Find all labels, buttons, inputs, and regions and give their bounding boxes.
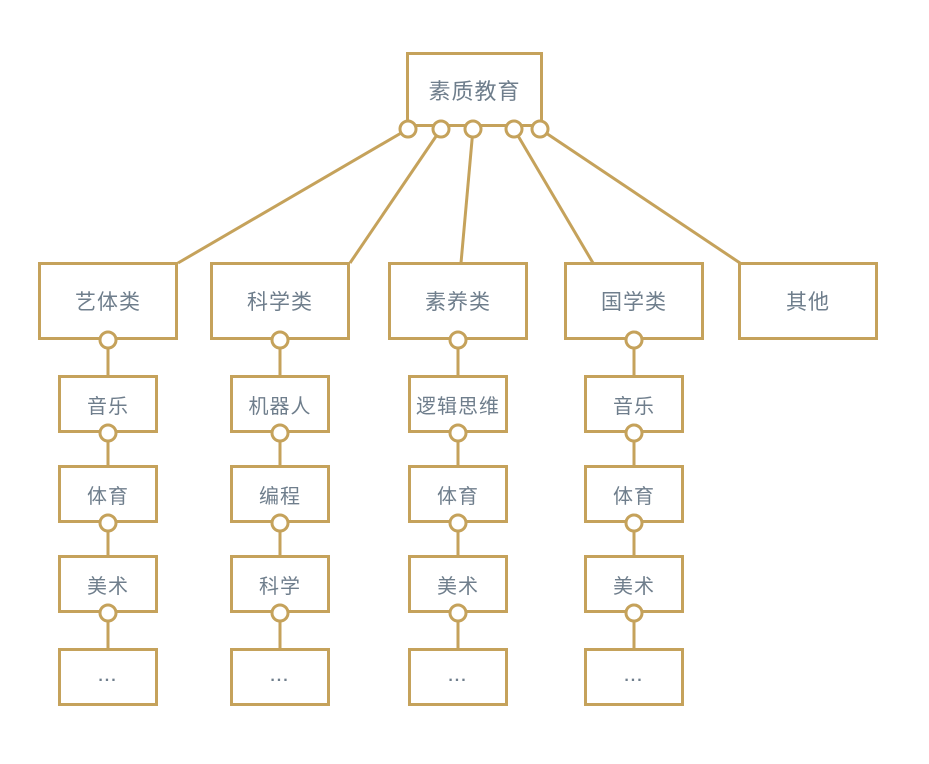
node-item-1-1[interactable]: 音乐 (58, 375, 158, 433)
node-category-3-label: 素养类 (425, 291, 491, 314)
node-item-3-1[interactable]: 逻辑思维 (408, 375, 508, 433)
connector-line (348, 128, 443, 264)
node-item-4-3[interactable]: 美术 (584, 555, 684, 613)
node-item-label: ... (270, 668, 290, 685)
node-item-label: 科学 (259, 575, 301, 598)
node-item-label: 美术 (437, 575, 479, 598)
node-item-3-4[interactable]: ... (408, 648, 508, 706)
node-category-5-label: 其他 (786, 291, 830, 314)
connector-line (512, 128, 595, 264)
node-root-label: 素质教育 (428, 78, 521, 104)
node-category-2-label: 科学类 (247, 291, 313, 314)
connector-line (459, 128, 475, 264)
node-item-2-1[interactable]: 机器人 (230, 375, 330, 433)
node-item-4-2[interactable]: 体育 (584, 465, 684, 523)
node-item-3-3[interactable]: 美术 (408, 555, 508, 613)
node-item-label: ... (624, 668, 644, 685)
node-category-5[interactable]: 其他 (738, 262, 878, 340)
node-item-label: 体育 (613, 485, 655, 508)
node-item-label: 体育 (437, 485, 479, 508)
connector-line (177, 127, 409, 265)
node-category-2[interactable]: 科学类 (210, 262, 350, 340)
node-item-1-4[interactable]: ... (58, 648, 158, 706)
node-item-label: ... (448, 668, 468, 685)
node-item-2-2[interactable]: 编程 (230, 465, 330, 523)
node-root[interactable]: 素质教育 (406, 52, 543, 127)
node-item-label: 编程 (259, 485, 301, 508)
node-item-1-2[interactable]: 体育 (58, 465, 158, 523)
node-item-label: 音乐 (87, 395, 129, 418)
node-item-3-2[interactable]: 体育 (408, 465, 508, 523)
node-item-4-1[interactable]: 音乐 (584, 375, 684, 433)
node-category-4-label: 国学类 (601, 291, 667, 314)
node-category-3[interactable]: 素养类 (388, 262, 528, 340)
node-item-label: 逻辑思维 (416, 395, 500, 418)
node-item-label: 体育 (87, 485, 129, 508)
node-category-1[interactable]: 艺体类 (38, 262, 178, 340)
node-item-2-4[interactable]: ... (230, 648, 330, 706)
connector-line (539, 127, 741, 265)
node-item-1-3[interactable]: 美术 (58, 555, 158, 613)
node-item-label: 美术 (613, 575, 655, 598)
node-item-label: 美术 (87, 575, 129, 598)
node-item-label: ... (98, 668, 118, 685)
node-item-4-4[interactable]: ... (584, 648, 684, 706)
node-item-2-3[interactable]: 科学 (230, 555, 330, 613)
node-category-1-label: 艺体类 (75, 291, 141, 314)
node-item-label: 机器人 (248, 395, 312, 418)
node-item-label: 音乐 (613, 395, 655, 418)
node-category-4[interactable]: 国学类 (564, 262, 704, 340)
